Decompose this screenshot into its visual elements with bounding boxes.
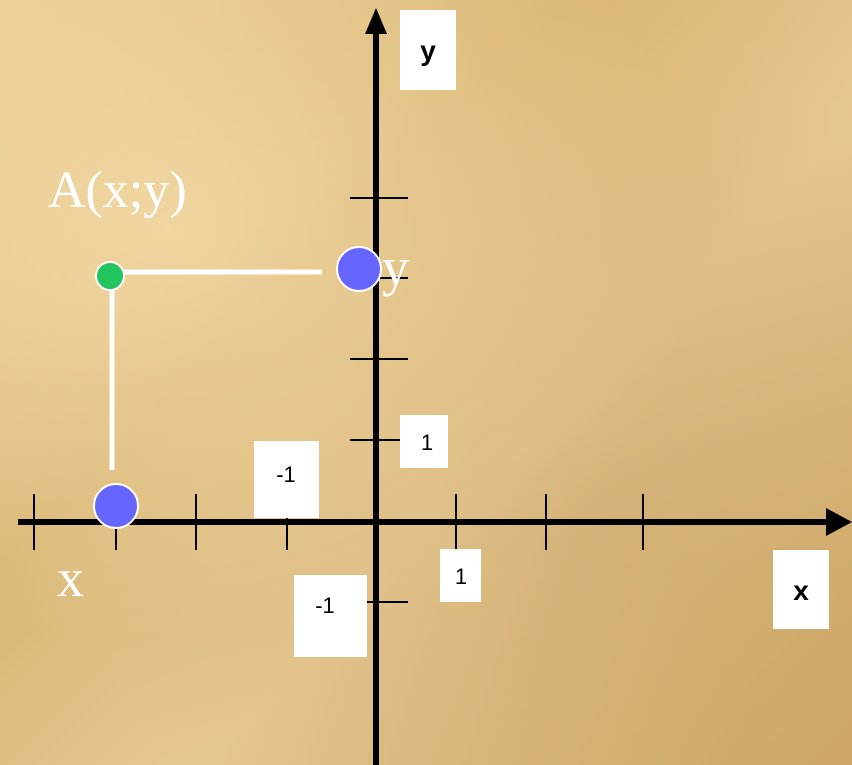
label-box: [254, 441, 319, 518]
x-axis-label: x: [793, 575, 809, 606]
x-tick-label-positive-box: 1: [440, 549, 481, 602]
label-box: [400, 10, 456, 90]
x-axis-arrow: [826, 508, 852, 536]
projection-label-y: y: [382, 237, 409, 297]
y-tick-label-positive-box: 1: [400, 415, 448, 468]
y-axis-label-box: y: [400, 10, 456, 90]
y-axis-arrow: [365, 8, 387, 34]
projection-label-x: x: [57, 548, 84, 608]
label-box: [440, 549, 481, 602]
y-tick-label-negative: -1: [315, 593, 335, 618]
x-tick-label-negative: -1: [276, 462, 296, 487]
x-axis-label-box: x: [773, 550, 829, 629]
y-axis-label: y: [420, 35, 436, 66]
x-axis: [18, 508, 852, 536]
point-a-label: A(x;y): [48, 162, 187, 219]
y-tick-label-positive: 1: [421, 430, 433, 455]
projection-lines: [109, 269, 322, 470]
y-axis: [365, 8, 387, 765]
label-box: [773, 550, 829, 629]
y-tick-label-negative-box: -1: [294, 575, 367, 657]
label-box: [294, 575, 367, 657]
projection-point-y: [336, 246, 382, 292]
x-tick-label-positive: 1: [455, 564, 467, 589]
projection-point-x: [93, 483, 139, 529]
point-a: [95, 261, 125, 291]
label-box: [400, 415, 448, 468]
x-tick-label-negative-box: -1: [254, 441, 319, 518]
